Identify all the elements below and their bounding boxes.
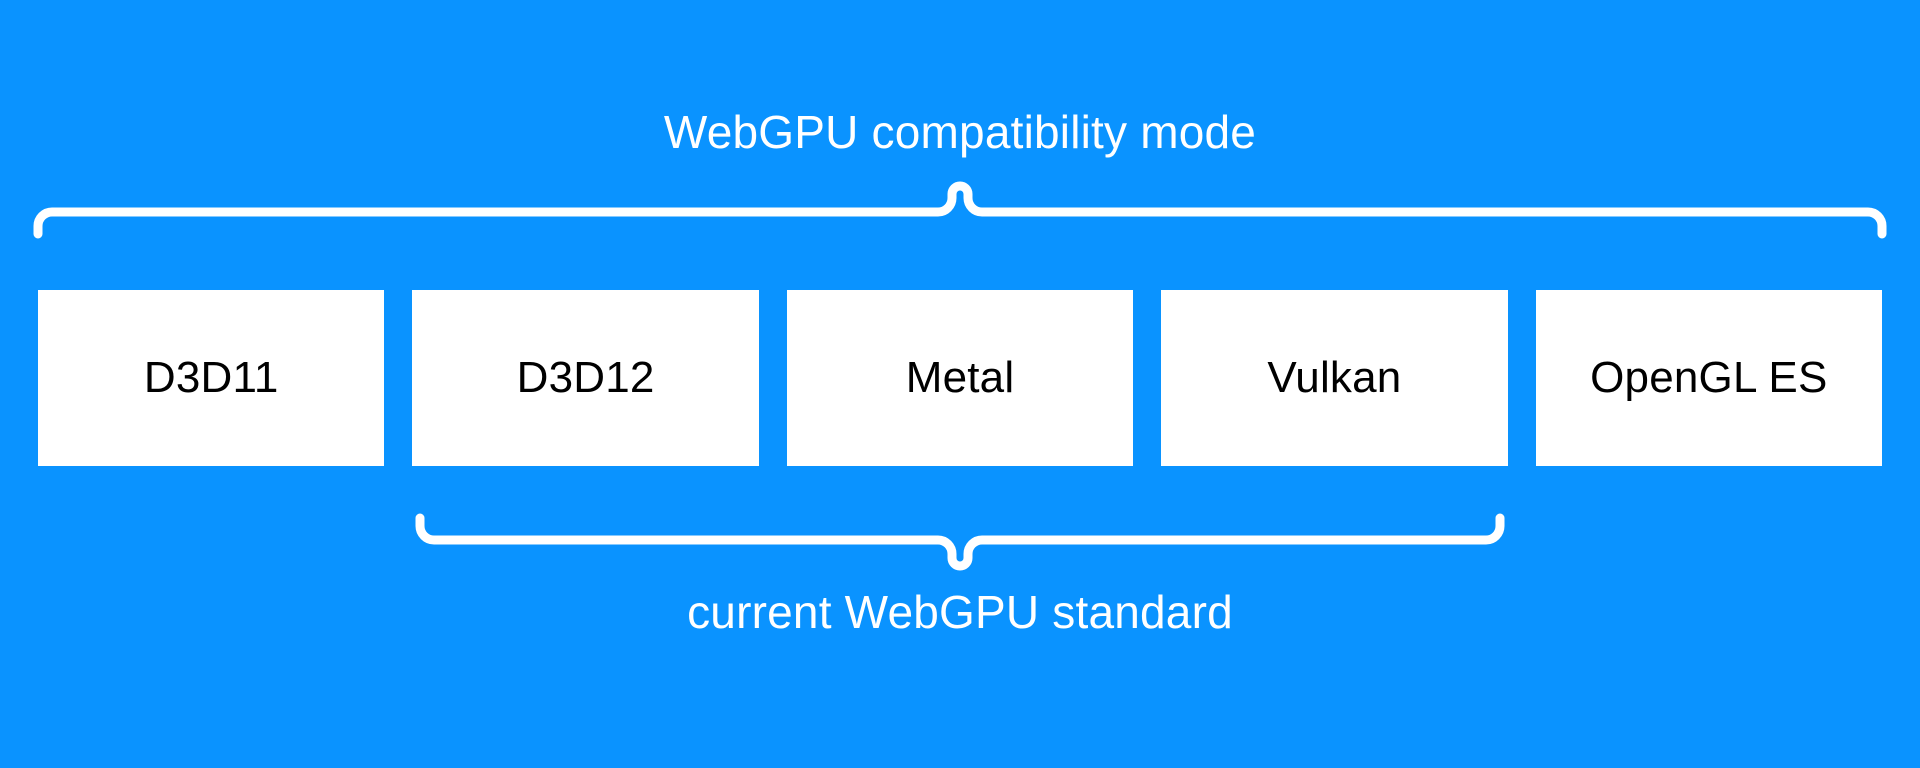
api-box-vulkan[interactable]: Vulkan bbox=[1161, 290, 1508, 466]
top-group-label: WebGPU compatibility mode bbox=[663, 106, 1257, 158]
api-box-label: D3D12 bbox=[516, 353, 655, 402]
api-box-label: Metal bbox=[905, 353, 1015, 402]
top-group-brace-icon bbox=[33, 181, 1887, 239]
api-box-metal[interactable]: Metal bbox=[786, 290, 1134, 466]
bottom-group-label: current WebGPU standard bbox=[687, 586, 1233, 638]
api-box-label: Vulkan bbox=[1267, 353, 1402, 402]
api-box-d3d11[interactable]: D3D11 bbox=[38, 290, 385, 466]
api-box-label: OpenGL ES bbox=[1590, 353, 1828, 402]
bottom-group-brace-icon bbox=[415, 513, 1505, 571]
api-box-label: D3D11 bbox=[143, 353, 279, 402]
api-box-opengl-es[interactable]: OpenGL ES bbox=[1535, 290, 1883, 466]
api-box-d3d12[interactable]: D3D12 bbox=[412, 290, 759, 466]
api-box-row: D3D11 D3D12 Metal Vulkan OpenGL ES bbox=[38, 290, 1883, 466]
